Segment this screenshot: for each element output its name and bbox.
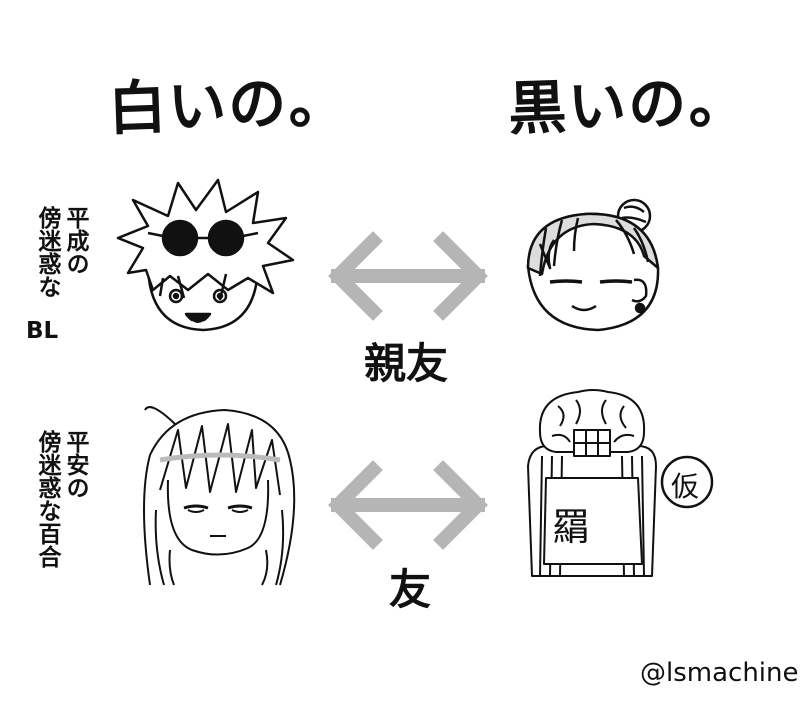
- relation-bottom-label: 友: [389, 565, 432, 614]
- caption-top-bl: BL: [26, 318, 59, 344]
- author-credit: @lsmachine: [640, 658, 799, 688]
- relation-top-label: 親友: [364, 339, 449, 388]
- heading-white: 白いの。: [107, 66, 350, 144]
- heading-black: 黒いの。: [507, 66, 750, 144]
- caption-top-col1: 平成の: [62, 206, 88, 275]
- double-arrow-bottom-icon: [328, 460, 488, 550]
- sign-glyph: 羂: [552, 505, 591, 549]
- character-bun-hair-closed-eyes-icon: [526, 198, 660, 332]
- caption-top-col2: 傍迷惑な: [34, 206, 60, 298]
- stamp-circle-icon: [660, 455, 714, 509]
- caption-bottom-col2: 傍迷惑な百合: [34, 430, 60, 568]
- caption-top-line2: 傍迷惑な: [34, 206, 60, 298]
- character-brain-head-sign-icon: [527, 389, 657, 577]
- stamp-glyph: 仮: [671, 470, 700, 503]
- double-arrow-top-icon: [328, 231, 488, 321]
- character-spiky-hair-sunglasses-icon: [116, 178, 295, 332]
- caption-bottom-col1: 平安の: [62, 430, 88, 499]
- character-long-hair-flat-face-icon: [143, 406, 296, 586]
